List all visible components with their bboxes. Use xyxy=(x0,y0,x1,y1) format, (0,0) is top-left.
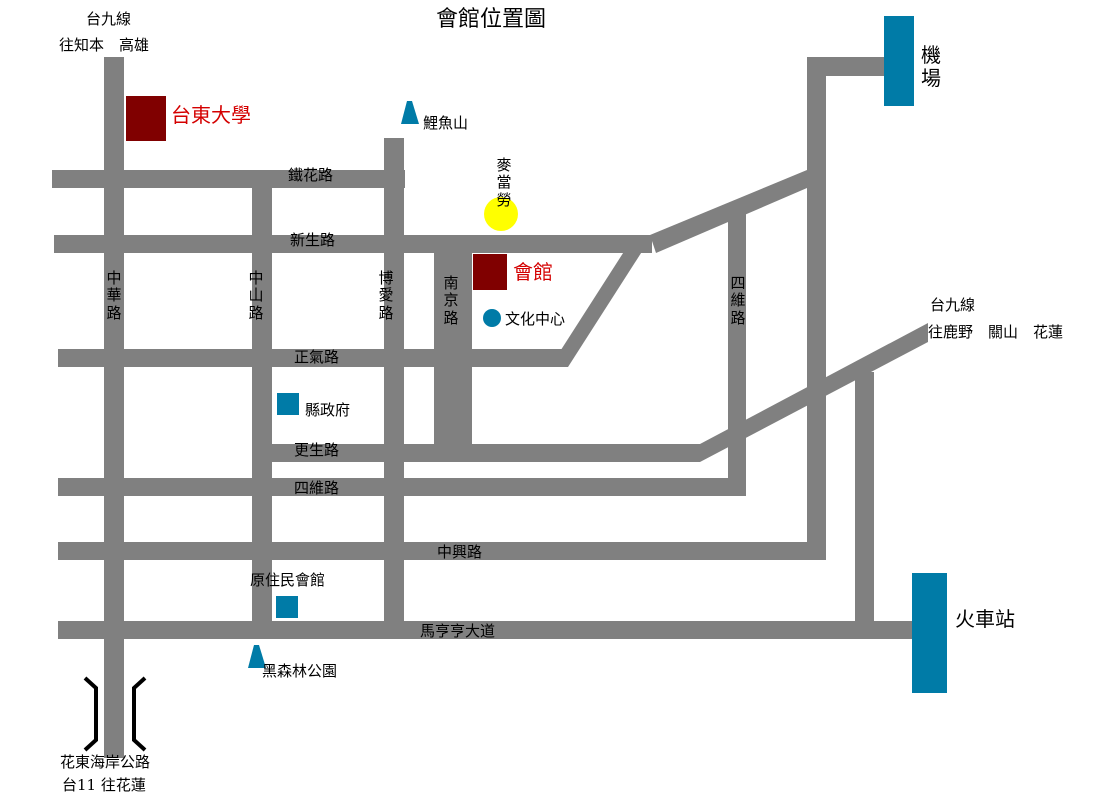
venue-marker xyxy=(473,254,507,290)
forest-park-icon xyxy=(248,645,266,668)
airport-marker xyxy=(884,16,914,106)
road-zhengqi-diagonal xyxy=(550,250,643,367)
train-station-marker xyxy=(912,573,947,693)
county-government-marker xyxy=(277,393,299,415)
train-station-label: 火車站 xyxy=(955,607,1015,631)
university-marker xyxy=(126,96,166,141)
coastal-highway-left-bracket xyxy=(83,676,98,752)
university-label: 台東大學 xyxy=(171,103,251,127)
road-label-xinsheng: 新生路 xyxy=(290,231,336,249)
road-xinsheng-diagonal xyxy=(650,170,807,253)
road-siwei-vertical xyxy=(728,208,746,496)
road-label-boai: 博愛路 xyxy=(378,269,394,322)
road-zhonghua xyxy=(104,57,124,758)
liyu-mountain-label: 鯉魚山 xyxy=(423,114,469,132)
route11-label: 台11 往花蓮 xyxy=(62,776,146,794)
route9-east-direction: 往鹿野 關山 花蓮 xyxy=(928,323,1064,341)
road-to-airport-vertical xyxy=(807,57,826,560)
indigenous-hall-marker xyxy=(276,596,298,618)
road-label-zhengqi: 正氣路 xyxy=(294,348,340,366)
route9-north-label: 台九線 xyxy=(86,10,132,28)
road-zhongshan xyxy=(252,180,272,630)
road-zhongxing xyxy=(58,542,826,560)
road-label-zhonghua: 中華路 xyxy=(106,269,122,322)
road-route9-east xyxy=(700,323,928,462)
road-to-station-vertical xyxy=(855,372,874,639)
road-label-zhongxing: 中興路 xyxy=(437,543,483,561)
road-gengsheng xyxy=(262,444,700,462)
road-xinsheng xyxy=(54,235,652,253)
road-label-gengsheng: 更生路 xyxy=(294,441,340,459)
indigenous-hall-label: 原住民會館 xyxy=(250,571,326,589)
road-to-airport-horizontal xyxy=(807,57,887,76)
venue-label: 會館 xyxy=(513,260,553,284)
route9-east-label: 台九線 xyxy=(930,296,976,314)
coastal-highway-label: 花東海岸公路 xyxy=(60,753,151,771)
road-label-tiehua: 鐵花路 xyxy=(288,166,334,184)
county-government-label: 縣政府 xyxy=(305,401,351,419)
coastal-highway-right-bracket xyxy=(132,676,147,752)
road-label-siwei-vertical: 四維路 xyxy=(730,274,746,327)
road-tiehua xyxy=(52,170,405,188)
liyu-mountain-icon xyxy=(401,101,419,124)
road-label-nanjing: 南京路 xyxy=(443,274,459,327)
airport-label: 機場 xyxy=(921,43,941,90)
map-title: 會館位置圖 xyxy=(436,7,547,32)
forest-park-label: 黑森林公園 xyxy=(262,662,338,680)
road-label-siwei: 四維路 xyxy=(294,479,340,497)
road-nanjing xyxy=(434,244,472,454)
route9-north-direction: 往知本 高雄 xyxy=(59,36,150,54)
culture-center-marker xyxy=(483,309,501,327)
culture-center-label: 文化中心 xyxy=(505,310,566,328)
mcdonalds-marker xyxy=(484,197,518,231)
road-label-malanglang: 馬亨亨大道 xyxy=(420,622,496,640)
road-boai xyxy=(384,138,404,630)
mcdonalds-label: 麥當勞 xyxy=(496,156,512,209)
road-label-zhongshan: 中山路 xyxy=(248,269,264,322)
